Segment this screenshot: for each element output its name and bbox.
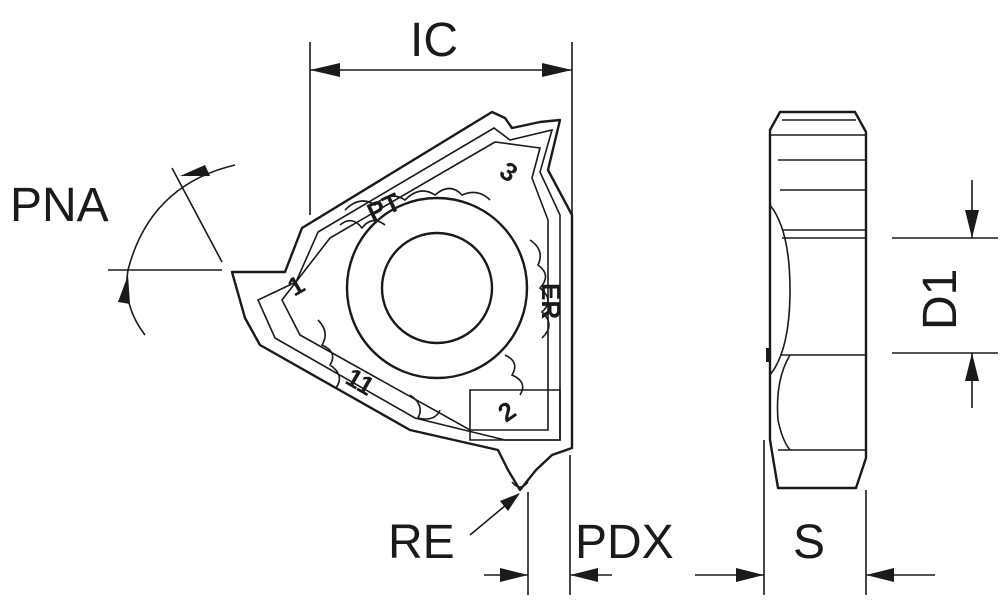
d1-dimension [892,180,998,408]
pna-label: PNA [10,179,109,232]
marking-11: 11 [341,362,380,402]
ic-label: IC [410,14,458,67]
d1-label: D1 [914,269,967,330]
pdx-dimension [484,455,612,595]
pdx-label: PDX [575,516,674,569]
re-leader [469,493,520,536]
s-dimension [695,440,935,595]
marking-er: ER [536,283,566,319]
marking-2: 2 [492,395,521,428]
marking-3: 3 [494,155,523,188]
pna-dimension [108,164,236,336]
s-label: S [793,516,825,569]
insert-side-view [766,110,868,490]
re-label: RE [388,516,455,569]
insert-front-view [230,110,574,492]
ic-dimension [309,42,573,215]
